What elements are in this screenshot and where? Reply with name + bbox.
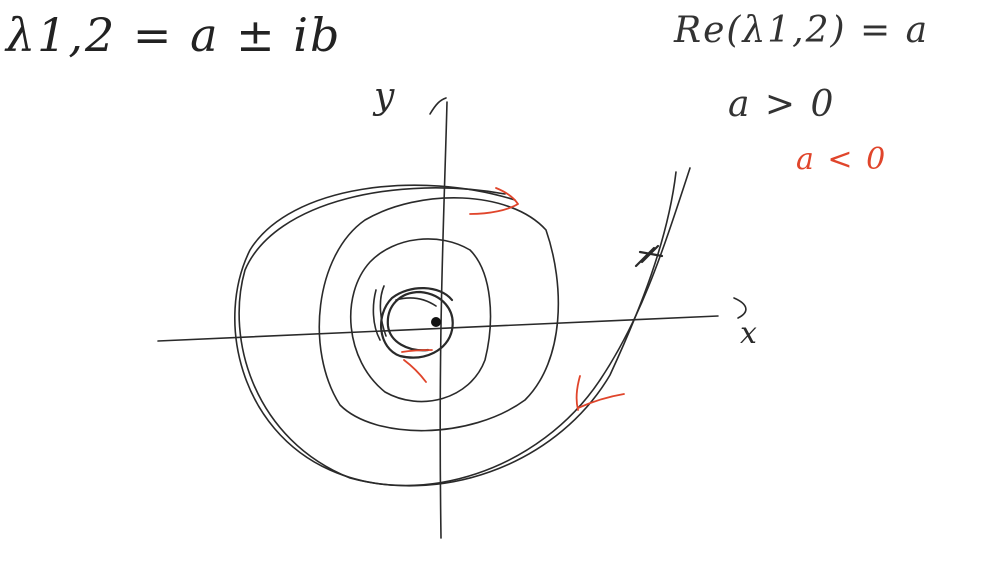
x-axis-label: x — [740, 316, 757, 351]
x-axis-arrowhead — [733, 297, 747, 319]
trajectory-arrow-mark — [634, 244, 664, 268]
real-part-equation: Re(λ1,2) = a — [674, 10, 930, 51]
equilibrium-point — [431, 317, 441, 327]
condition-a-positive: a > 0 — [728, 84, 836, 125]
y-axis — [439, 101, 448, 539]
spiral-core-scribble-2 — [372, 285, 437, 341]
x-axis — [157, 315, 719, 342]
spiral-middle-loop — [318, 197, 560, 432]
red-arrow-top — [469, 187, 519, 215]
eigenvalue-equation: λ1,2 = a ± ib — [6, 8, 342, 62]
spiral-outer-loop-2 — [238, 171, 677, 487]
red-arrow-inner — [401, 349, 433, 383]
spiral-inner-loop — [350, 238, 492, 403]
spiral-outer-loop — [234, 167, 691, 487]
red-arrow-lower-right — [575, 375, 625, 411]
y-axis-label: y — [374, 76, 395, 117]
condition-a-negative: a < 0 — [796, 142, 888, 177]
y-axis-arrowhead — [429, 97, 447, 115]
spiral-core-scribble — [379, 287, 454, 359]
